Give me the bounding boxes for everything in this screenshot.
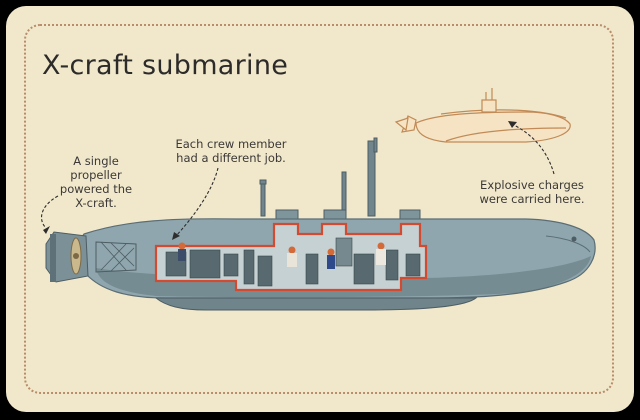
crew-figures bbox=[178, 242, 386, 269]
periscopes bbox=[259, 137, 378, 218]
hull-shading bbox=[96, 256, 591, 298]
crew-label: Each crew member had a different job. bbox=[175, 137, 287, 165]
submarine-drawing bbox=[40, 88, 596, 311]
keel bbox=[154, 297, 478, 311]
page-title: X-craft submarine bbox=[42, 50, 289, 81]
propeller-label: A single propeller powered the X-craft. bbox=[59, 154, 133, 210]
dotted-border bbox=[24, 24, 614, 394]
annotation-arrows bbox=[40, 123, 555, 237]
charges-sketch bbox=[394, 88, 571, 143]
charges-label: Explosive charges were carried here. bbox=[479, 178, 585, 206]
interior-equipment bbox=[165, 237, 421, 287]
arrow-heads bbox=[43, 121, 517, 240]
bow bbox=[545, 235, 591, 253]
stern-assembly bbox=[45, 231, 137, 283]
illustration-card: X-craft submarine bbox=[6, 6, 634, 412]
